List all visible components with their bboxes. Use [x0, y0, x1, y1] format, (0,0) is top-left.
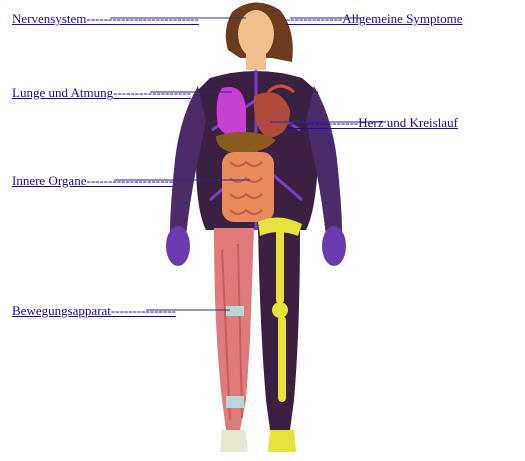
link-dashes: --------------- [111, 303, 176, 318]
link-label: Nervensystem [12, 11, 86, 26]
link-dashes: ------------------ [113, 85, 191, 100]
link-nervensystem[interactable]: Nervensystem-------------------------- [12, 11, 199, 26]
link-innere-organe[interactable]: Innere Organe-------------------- [12, 173, 173, 188]
link-allgemeine-symptome[interactable]: -------------Allgemeine Symptome [286, 11, 463, 26]
link-label: Allgemeine Symptome [342, 11, 462, 26]
link-herz-und-kreislauf[interactable]: ----------------Herz und Kreislauf [289, 115, 458, 130]
link-lunge-und-atmung[interactable]: Lunge und Atmung------------------ [12, 85, 191, 100]
link-label: Bewegungsapparat [12, 303, 111, 318]
link-label: Innere Organe [12, 173, 86, 188]
link-label: Lunge und Atmung [12, 85, 113, 100]
link-dashes: -------------------------- [86, 11, 199, 26]
link-label: Herz und Kreislauf [358, 115, 458, 130]
link-dashes: ------------- [286, 11, 342, 26]
link-dashes: -------------------- [86, 173, 173, 188]
link-dashes: ---------------- [289, 115, 358, 130]
link-bewegungsapparat[interactable]: Bewegungsapparat--------------- [12, 303, 176, 318]
